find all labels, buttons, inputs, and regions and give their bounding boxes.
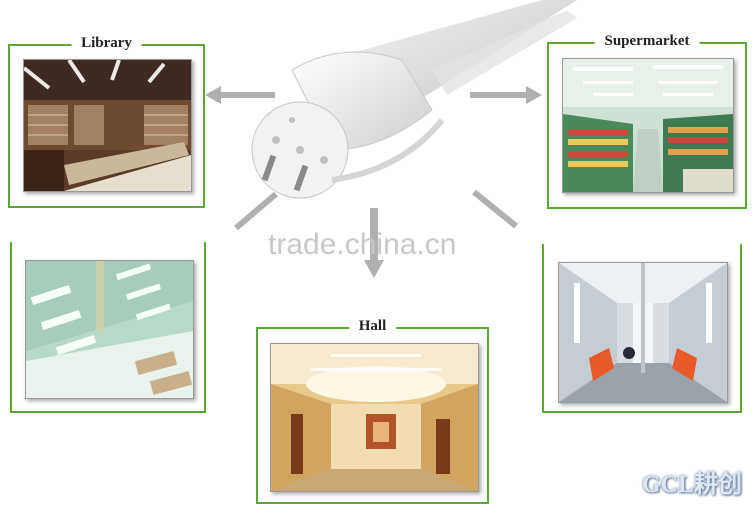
office-photo	[25, 260, 194, 399]
arrow-right-icon	[470, 86, 542, 104]
hall-panel: Hall	[256, 318, 489, 504]
supermarket-panel: Supermarket	[547, 33, 747, 209]
arrow-down-right-icon	[472, 190, 518, 229]
supermarket-title: Supermarket	[594, 33, 700, 50]
led-tube-image	[251, 0, 577, 199]
hall-photo	[270, 343, 479, 492]
brand-logo-text: GCL耕创	[641, 472, 742, 498]
arrow-down-icon	[364, 208, 384, 278]
library-panel: Library	[8, 35, 205, 208]
subway-panel	[542, 244, 742, 413]
arrow-left-icon	[205, 86, 275, 104]
library-title: Library	[71, 35, 142, 52]
office-panel	[10, 242, 206, 413]
arrow-down-left-icon	[234, 192, 278, 231]
hall-title: Hall	[348, 318, 397, 335]
watermark-text: trade.china.cn	[268, 228, 457, 261]
library-photo	[23, 59, 192, 192]
supermarket-photo	[562, 58, 734, 193]
subway-photo	[558, 262, 728, 403]
